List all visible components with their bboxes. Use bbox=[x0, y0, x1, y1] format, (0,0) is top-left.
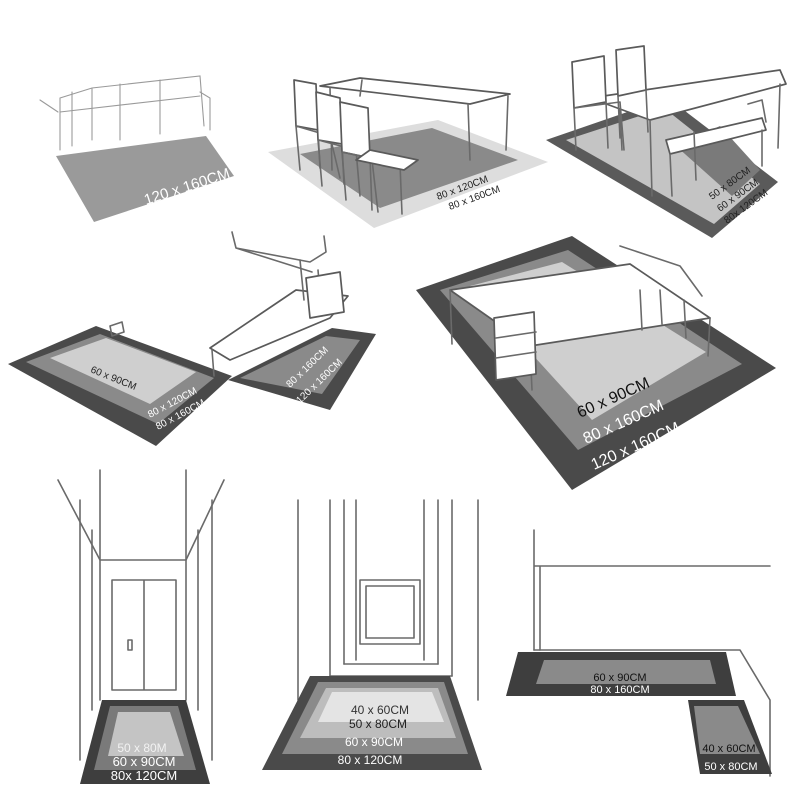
scene-bed: 60 x 90CM 80 x 120CM 80 x 160CM 80 x 160… bbox=[8, 231, 376, 446]
label-entrance-3: 60 x 90CM bbox=[345, 735, 403, 749]
label-kitchen-1: 60 x 90CM bbox=[593, 672, 646, 684]
rug-sofa bbox=[56, 136, 234, 222]
label-hall-3: 80x 120CM bbox=[111, 768, 177, 783]
label-hall-1: 50 x 80M bbox=[117, 741, 166, 755]
scene-entrance: 40 x 60CM 50 x 80CM 60 x 90CM 80 x 120CM bbox=[262, 499, 482, 770]
kitchen-sketch bbox=[533, 529, 771, 777]
rug-bed-left-inner bbox=[50, 338, 196, 404]
rug-entrance-inner bbox=[318, 692, 444, 722]
bed-sketch bbox=[109, 231, 349, 377]
label-hall-2: 60 x 90CM bbox=[113, 754, 176, 769]
rug-kitchen-main-inner bbox=[536, 660, 716, 684]
rug-hall-inner bbox=[108, 712, 184, 756]
label-kitchen-2: 80 x 160CM bbox=[590, 684, 649, 696]
rug-bed-right-inner bbox=[240, 336, 360, 394]
desk-sketch bbox=[449, 245, 711, 391]
scene-kitchen: 60 x 90CM 80 x 160CM 40 x 60CM 50 x 80CM bbox=[506, 529, 772, 777]
label-entrance-2: 50 x 80CM bbox=[349, 717, 407, 731]
scene-desk: 60 x 90CM 80 x 160CM 120 x 160CM bbox=[416, 236, 776, 490]
hallway-sketch bbox=[57, 469, 225, 761]
label-entrance-4: 80 x 120CM bbox=[338, 753, 403, 767]
rug-kitchen-side-inner bbox=[694, 706, 760, 754]
label-entrance-1: 40 x 60CM bbox=[351, 703, 409, 717]
sofa-sketch bbox=[39, 75, 211, 151]
dining-table-sketch bbox=[293, 77, 511, 215]
rug-bench-mid bbox=[566, 108, 760, 224]
scene-hallway: 50 x 80M 60 x 90CM 80x 120CM bbox=[57, 469, 225, 784]
bench-table-sketch bbox=[571, 45, 787, 197]
label-kitchen-4: 50 x 80CM bbox=[704, 761, 757, 773]
scene-dining: 80 x 120CM 80 x 160CM bbox=[268, 77, 548, 228]
entrance-sketch bbox=[297, 499, 479, 701]
label-kitchen-3: 40 x 60CM bbox=[702, 743, 755, 755]
scene-dining-bench: 50 x 80CM 60 x 90CM 80x 120CM bbox=[546, 45, 787, 238]
scene-sofa: 120 x 160CM bbox=[39, 75, 234, 222]
